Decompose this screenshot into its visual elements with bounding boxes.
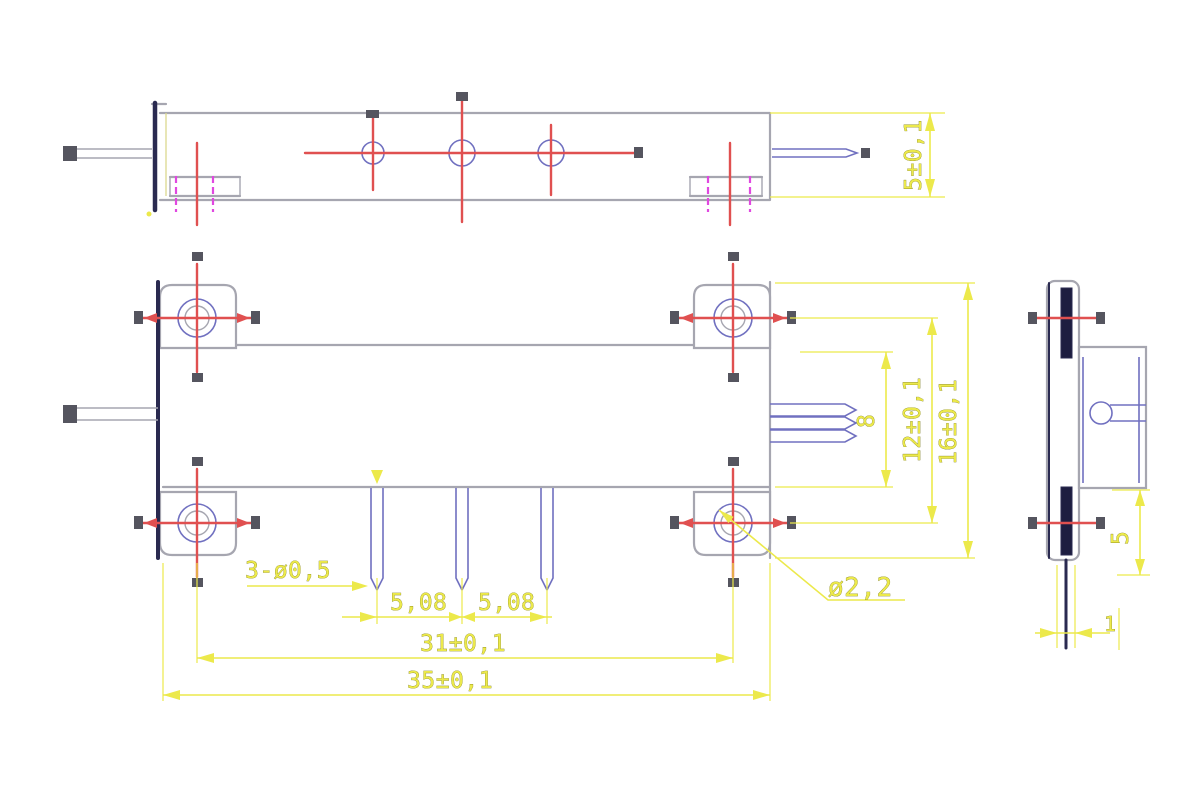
dim-lead-width[interactable]: 1	[1104, 612, 1117, 637]
dim-overall-width[interactable]: 35±0,1	[407, 668, 493, 695]
top-view-lead-wire	[63, 146, 152, 161]
top-view-boss-right	[688, 175, 764, 212]
front-right-pins	[770, 403, 858, 443]
dim-side-standoff-group[interactable]: 5	[1108, 489, 1150, 576]
dim-lead-width-group[interactable]: 1	[1035, 565, 1120, 650]
dim-mount-hole-group[interactable]: ø2,2	[718, 509, 905, 604]
dim-hole-spacing-h-group[interactable]: 31±0,1	[196, 563, 734, 663]
top-view-centerlines	[195, 92, 732, 227]
dim-overall-height[interactable]: 16±0,1	[936, 379, 963, 466]
front-body-edges	[161, 343, 772, 489]
side-boss-bottom	[1060, 486, 1073, 556]
top-view-body-outline	[158, 111, 772, 202]
side-boss-top	[1060, 287, 1073, 359]
top-view-pins	[772, 148, 870, 158]
dim-pin-pitch-b[interactable]: 5,08	[478, 590, 535, 617]
dim-right-stack-group[interactable]: 8 12±0,1 16±0,1	[775, 282, 975, 559]
origin-dot	[146, 211, 152, 217]
dim-body-height[interactable]: 8	[854, 413, 881, 428]
dim-depth-group[interactable]: 5±0,1	[770, 112, 945, 198]
dim-overall-width-group[interactable]: 35±0,1	[162, 563, 771, 701]
dim-depth[interactable]: 5±0,1	[901, 119, 928, 191]
dim-pin-pitch-group[interactable]: 5,08 5,08	[342, 578, 552, 624]
dim-pin-note[interactable]: 3-ø0,5	[245, 558, 331, 585]
front-view[interactable]: 3-ø0,5 5,08 5,08 31±0,1 35±0,1	[63, 252, 975, 701]
dim-hole-spacing-v[interactable]: 12±0,1	[900, 377, 927, 464]
side-view[interactable]: 5 1	[1028, 279, 1150, 650]
side-protrusion	[1077, 345, 1148, 490]
top-view[interactable]: 5±0,1	[63, 92, 945, 227]
front-lead-wire	[63, 405, 158, 423]
front-bottom-pins	[370, 488, 554, 591]
side-keyhole-slot	[1089, 401, 1146, 425]
mounting-tabs	[158, 283, 772, 557]
mounting-holes[interactable]	[177, 298, 753, 543]
dim-pin-pitch-a[interactable]: 5,08	[390, 590, 447, 617]
top-view-boss-left	[168, 175, 242, 212]
dim-side-standoff[interactable]: 5	[1108, 530, 1135, 545]
dim-hole-spacing-h[interactable]: 31±0,1	[420, 631, 506, 658]
dim-mount-hole-dia[interactable]: ø2,2	[828, 573, 893, 604]
dim-pin-note-group[interactable]: 3-ø0,5	[245, 470, 383, 591]
side-centerlines	[1028, 312, 1105, 529]
